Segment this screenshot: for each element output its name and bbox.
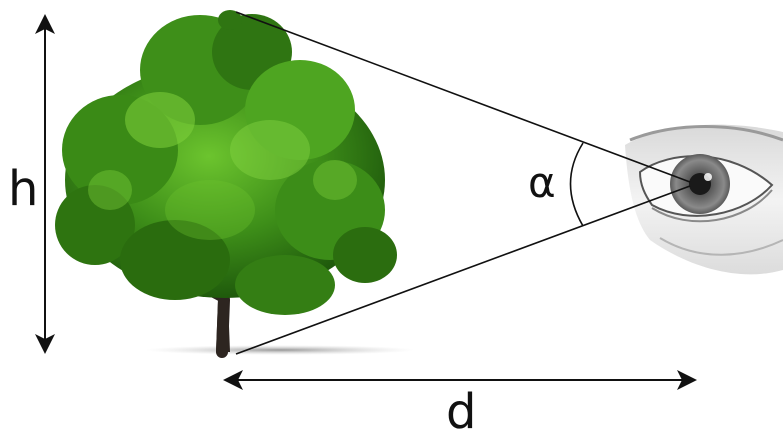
sight-line-top	[235, 11, 691, 183]
tree-shadow	[145, 345, 415, 355]
tree-trunk-base	[216, 300, 230, 352]
height-label: h	[8, 161, 38, 217]
eye-lower-fold	[659, 237, 783, 256]
eye-illustration	[625, 124, 783, 275]
tree-foliage	[55, 10, 397, 315]
tree-illustration	[55, 10, 415, 358]
distance-label: d	[446, 384, 476, 434]
angle-label: α	[528, 158, 556, 207]
eye-lower-lid	[651, 189, 773, 223]
eyebrow-crease	[629, 125, 783, 142]
eye-highlight	[704, 173, 712, 181]
sight-line-bottom	[235, 185, 691, 355]
angle-arc	[569, 142, 584, 227]
